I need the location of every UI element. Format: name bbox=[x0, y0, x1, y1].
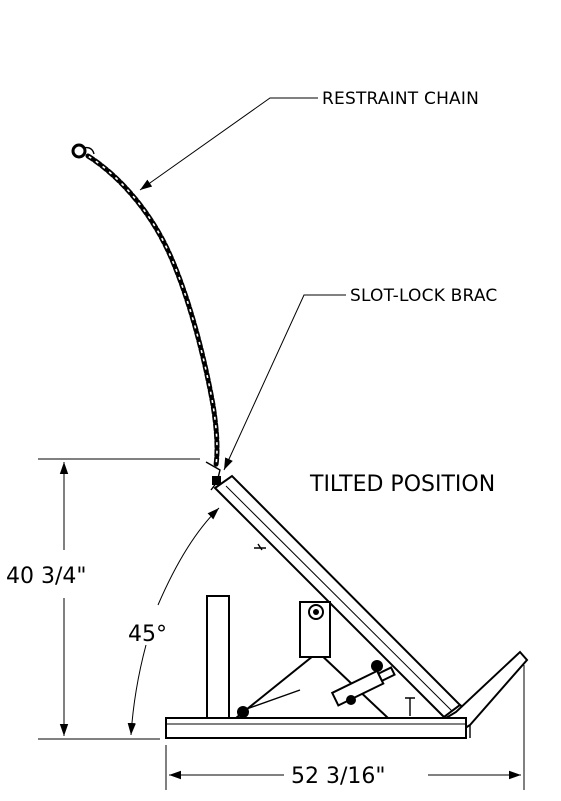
height-dimension-label: 40 3/4" bbox=[6, 564, 87, 589]
width-dimension-label: 52 3/16" bbox=[291, 764, 386, 789]
restraint-chain bbox=[71, 143, 220, 468]
slot-lock-bracket-callout: SLOT-LOCK BRAC bbox=[223, 286, 497, 471]
tilted-position-label: TILTED POSITION bbox=[309, 472, 495, 497]
restraint-chain-leader bbox=[139, 97, 318, 191]
slot-lock-bracket-label: SLOT-LOCK BRAC bbox=[350, 286, 497, 306]
slot-lock-bracket bbox=[205, 461, 221, 491]
restraint-chain-label: RESTRAINT CHAIN bbox=[322, 89, 479, 109]
angle-dimension: 45° bbox=[127, 507, 220, 736]
restraint-chain-callout: RESTRAINT CHAIN bbox=[139, 89, 479, 191]
angle-dimension-label: 45° bbox=[128, 622, 167, 647]
width-dimension: 52 3/16" bbox=[165, 665, 525, 790]
chain-hook-icon bbox=[71, 143, 87, 159]
height-dimension: 40 3/4" bbox=[6, 458, 200, 740]
base-frame bbox=[165, 595, 467, 739]
slot-lock-bracket-leader bbox=[223, 294, 346, 471]
